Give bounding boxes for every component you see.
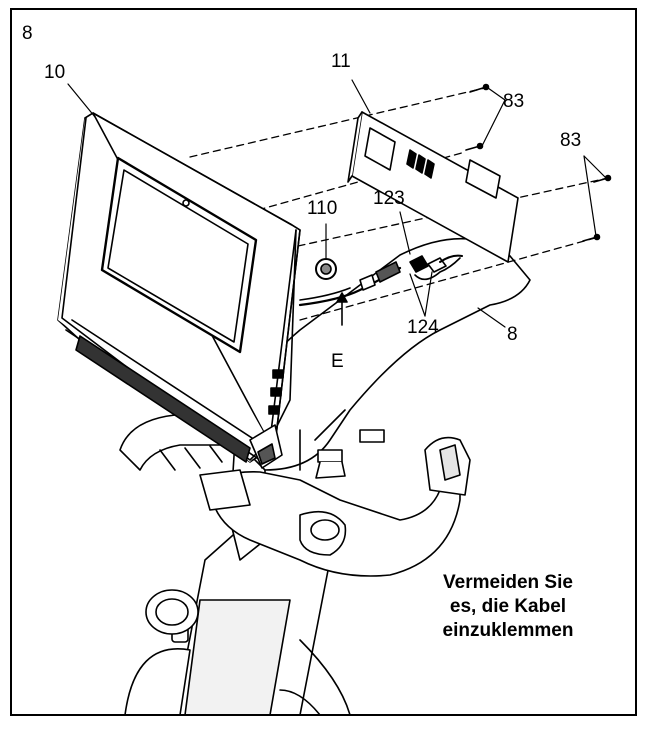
label-screws-top: 83: [503, 91, 525, 112]
frame-tube: [124, 519, 351, 714]
step-number: 8: [22, 23, 33, 44]
caption-line-3: einzuklemmen: [442, 620, 574, 641]
label-connector-a: 123: [373, 188, 405, 209]
handlebar: [119, 414, 471, 577]
screws-83-right: [582, 174, 612, 242]
caption-line-1: Vermeiden Sie: [443, 572, 573, 593]
label-screws-right: 83: [560, 130, 582, 151]
caption-line-2: es, die Kabel: [449, 596, 567, 617]
label-cover: 11: [331, 51, 351, 72]
adjustment-knob: [145, 589, 199, 643]
label-upright: 8: [507, 324, 518, 345]
label-grommet: 110: [307, 198, 338, 219]
label-console: 10: [44, 62, 66, 83]
leader-lines: [67, 79, 607, 328]
console: [57, 112, 301, 469]
warning-caption: Vermeiden Sie es, die Kabel einzuklemmen: [408, 571, 608, 643]
cover-plate: [347, 111, 519, 263]
wiring: [298, 254, 463, 326]
label-cable: E: [331, 351, 344, 372]
label-connector-b: 124: [407, 317, 439, 338]
